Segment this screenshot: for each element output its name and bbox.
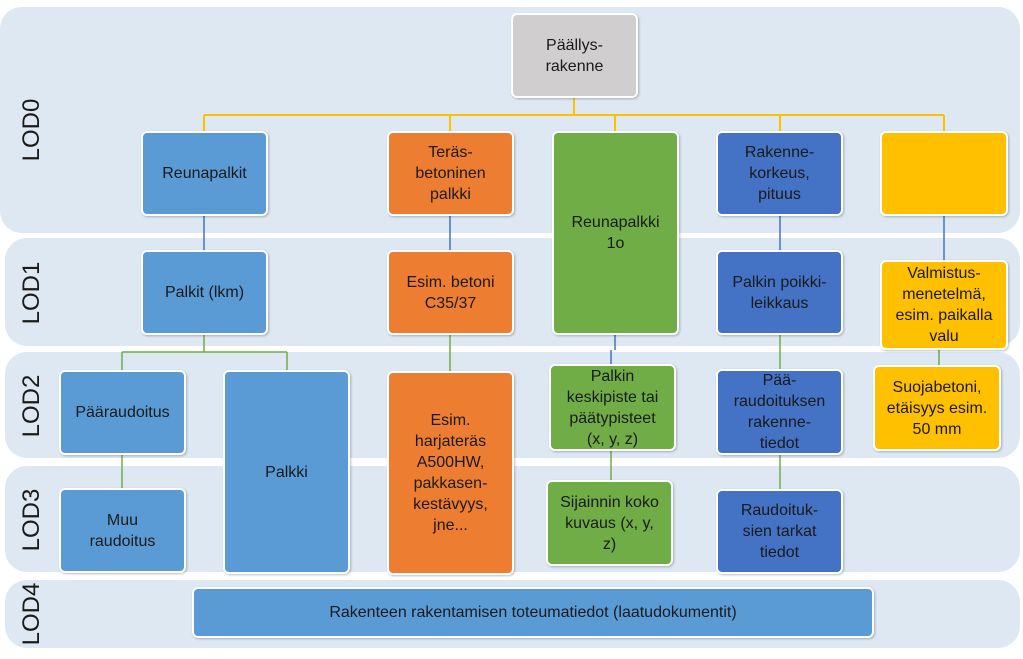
node-harjateras: Esim. harjateräs A500HW, pakkasen- kestä…	[387, 371, 514, 575]
node-palkin-poikkileikkaus: Palkin poikki- leikkaus	[716, 250, 843, 335]
node-muu-raudoitus: Muu raudoitus	[59, 488, 186, 573]
node-palkin-keskipiste: Palkin keskipiste tai päätypisteet (x, y…	[549, 364, 676, 451]
node-reunapalkki-1o: Reunapalkki 1o	[552, 131, 679, 335]
node-palkit-lkm: Palkit (lkm)	[141, 250, 268, 335]
node-rakennekorkeus: Rakenne- korkeus, pituus	[716, 131, 843, 216]
node-valmistusmenetelma: Valmistus- menetelmä, esim. paikalla val…	[880, 260, 1008, 350]
green-connectors	[121, 334, 940, 490]
node-toteumatiedot: Rakenteen rakentamisen toteumatiedot (la…	[192, 587, 874, 638]
blue-connectors	[203, 215, 945, 365]
node-sijainnin-koko-kuvaus: Sijainnin koko kuvaus (x, y, z)	[546, 480, 673, 566]
node-paallysrakenne: Päällys- rakenne	[511, 13, 638, 98]
node-palkki: Palkki	[223, 370, 350, 574]
node-reunapalkit: Reunapalkit	[141, 131, 268, 216]
node-gold-empty	[880, 131, 1008, 216]
node-suojabetoni: Suojabetoni, etäisyys esim. 50 mm	[873, 365, 1001, 451]
node-paaraudoitus: Pääraudoitus	[59, 370, 186, 455]
node-terasbetoninen-palkki: Teräs- betoninen palkki	[387, 131, 514, 216]
node-raudoitusten-tarkat-tiedot: Raudoituk- sien tarkat tiedot	[716, 489, 843, 574]
node-paaraudoituksen-rakennetiedot: Pää- raudoituksen rakenne- tiedot	[716, 369, 843, 455]
lod0-connectors	[203, 97, 945, 133]
node-esim-betoni: Esim. betoni C35/37	[387, 250, 514, 335]
